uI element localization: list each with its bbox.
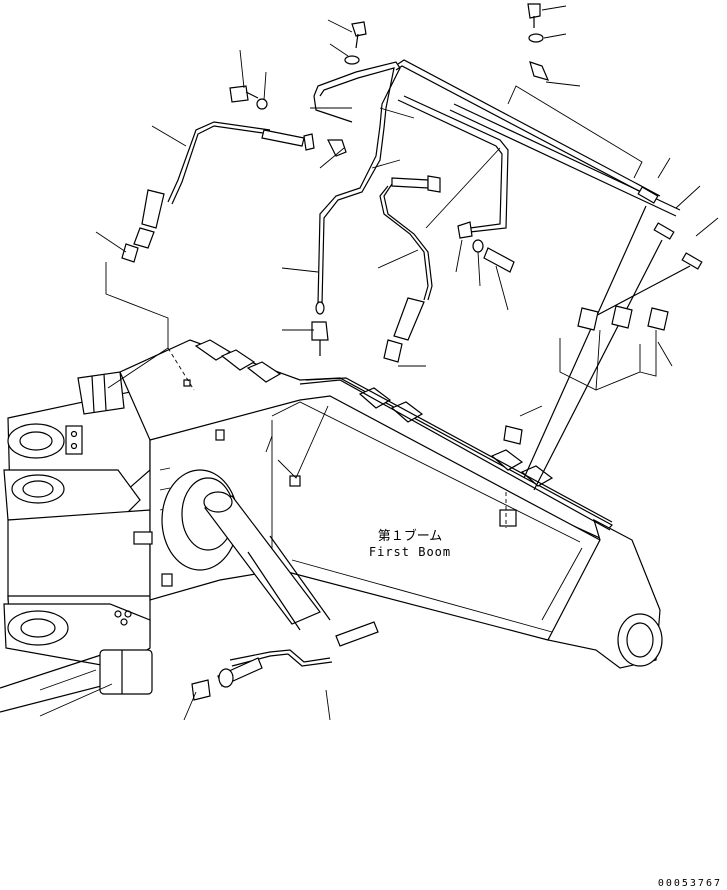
boom-label-jp: 第１ブーム — [378, 528, 443, 544]
fittings — [121, 3, 669, 701]
document-number: 00053767 — [658, 878, 722, 889]
upper-pipe-assembly — [313, 61, 509, 315]
callout-brackets — [105, 85, 657, 528]
boom-label-en: First Boom — [369, 545, 451, 559]
leader-lines — [39, 5, 719, 721]
base-frame — [0, 371, 153, 713]
hoses — [167, 121, 433, 667]
first-boom — [119, 339, 663, 669]
